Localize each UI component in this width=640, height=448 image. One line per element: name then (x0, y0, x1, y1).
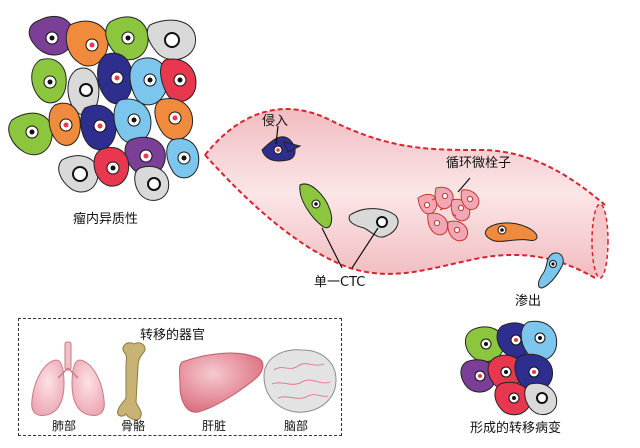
label-intravasation: 侵入 (262, 114, 289, 129)
blood-vessel (204, 108, 609, 279)
label-metastatic-lesion: 形成的转移病变 (470, 421, 562, 436)
intravasating-cell (261, 136, 302, 162)
liver-icon (179, 352, 264, 413)
primary-tumor-cluster (8, 15, 200, 201)
label-pointers (275, 125, 471, 269)
bone-icon (117, 342, 146, 421)
single-ctc-gray (348, 208, 399, 238)
single-ctc-green (299, 183, 333, 229)
organ-label-bone: 骨骼 (121, 419, 146, 433)
microemboli-cluster (417, 186, 480, 242)
label-single-ctc: 单一CTC (314, 275, 366, 290)
organ-label-brain: 脑部 (284, 419, 309, 433)
brain-icon (263, 349, 337, 413)
organ-label-lung: 肺部 (52, 419, 77, 433)
label-microemboli: 循环微栓子 (446, 156, 512, 171)
lung-icon (31, 341, 105, 416)
extravasating-cell (537, 252, 564, 289)
organ-label-liver: 肝脏 (202, 419, 227, 433)
metastatic-organs-panel (18, 318, 342, 436)
metastatic-lesion-cluster (460, 320, 558, 416)
label-extravasation: 渗出 (515, 294, 542, 309)
orange-ctc (484, 222, 538, 242)
label-organs-title: 转移的器官 (140, 328, 206, 343)
label-tumor-heterogeneity: 瘤内异质性 (73, 212, 139, 227)
